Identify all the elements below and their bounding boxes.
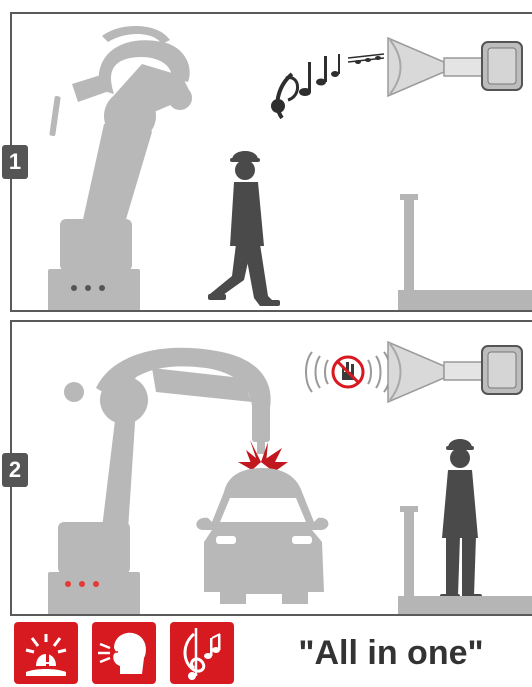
robot-arm-working [48,347,271,614]
work-station-2 [398,506,532,614]
voice-announcement-icon [92,622,156,684]
horn-speaker-2 [387,340,523,404]
step-badge-2: 2 [2,453,28,487]
welding-sparks [238,440,288,472]
tagline: "All in one" [298,634,484,672]
scene-panel-2 [10,320,532,616]
robot-status-lights [71,285,105,291]
robot-arm-idle [48,25,192,310]
feature-strip: "All in one" [0,622,532,687]
worker-walking [208,151,280,306]
horn-speaker-1 [387,36,523,98]
robot-status-lights-alert [65,581,99,587]
car-silhouette [196,468,329,604]
worker-standing [440,439,482,600]
stop-warning-symbol [305,351,391,393]
work-station-1 [398,194,532,310]
music-icon [170,622,234,684]
alarm-siren-icon [14,622,78,684]
music-notes [271,53,385,120]
scene-panel-1 [10,12,532,312]
step-badge-1: 1 [2,145,28,179]
